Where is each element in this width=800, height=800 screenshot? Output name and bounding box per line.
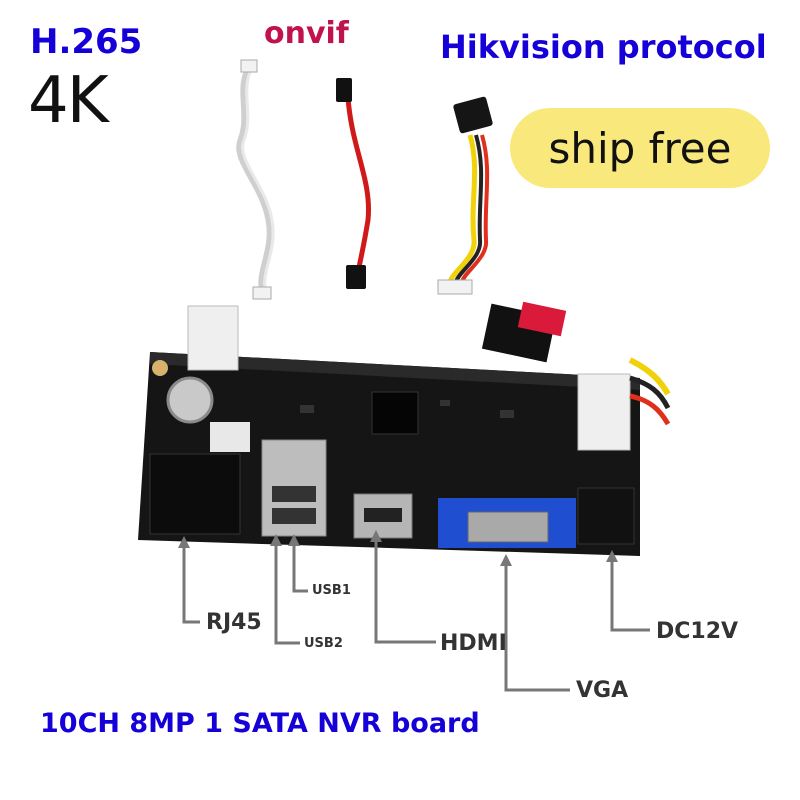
hdmi-label: HDMI	[440, 631, 507, 656]
usb2-label: USB2	[304, 636, 343, 651]
ribbon-cable	[236, 59, 275, 300]
rj45-label: RJ45	[206, 610, 262, 635]
onvif-label: onvif	[264, 16, 349, 51]
resolution-label: 4K	[28, 64, 109, 138]
codec-label: H.265	[30, 22, 143, 62]
vga-label: VGA	[576, 678, 629, 703]
nvr-board	[138, 301, 671, 556]
leader-lines	[178, 530, 650, 692]
power-cable	[437, 96, 493, 295]
ship-free-text: ship free	[548, 123, 732, 173]
usb1-label: USB1	[312, 583, 351, 598]
dc12v-label: DC12V	[656, 619, 739, 644]
hikvision-label: Hikvision protocol	[440, 28, 767, 66]
product-title: 10CH 8MP 1 SATA NVR board	[40, 708, 480, 739]
sata-data-cable	[336, 78, 372, 289]
ship-free-badge: ship free	[510, 108, 770, 188]
